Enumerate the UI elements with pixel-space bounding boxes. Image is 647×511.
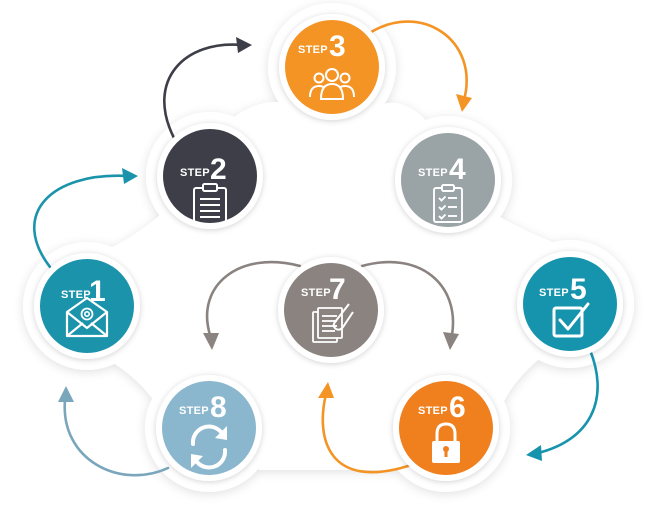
- step-1-number: 1: [89, 275, 106, 308]
- arrowhead-1-to-2: [122, 168, 138, 184]
- step-4-word: STEP: [418, 167, 448, 179]
- arrowhead-5-to-6: [526, 445, 542, 461]
- step-8-node[interactable]: STEP 8: [156, 375, 262, 481]
- padlock-icon: [432, 422, 460, 463]
- flow-arrows: [32, 20, 599, 477]
- arrow-7-to-8: [205, 260, 302, 337]
- step-5-circle: [523, 257, 617, 351]
- step-3-word: STEP: [298, 44, 328, 56]
- arrow-6-to-7: [321, 392, 410, 474]
- arrowhead-7-to-6: [443, 332, 459, 350]
- arrowhead-3-to-4: [456, 94, 472, 112]
- step-2-circle: [163, 129, 257, 223]
- step-1-circle: [40, 259, 134, 353]
- step-6-word: STEP: [418, 405, 448, 417]
- arrowhead-8-to-1: [58, 386, 74, 402]
- step-6-circle: [399, 381, 493, 475]
- arrow-7-to-6: [360, 260, 455, 337]
- arrowhead-6-to-7: [318, 382, 334, 398]
- step-7-node[interactable]: STEP 7: [278, 257, 384, 363]
- people-group-icon: [309, 68, 355, 100]
- arrow-8-to-1: [63, 398, 170, 477]
- step-8-word: STEP: [179, 405, 209, 417]
- step-1-word: STEP: [61, 289, 91, 301]
- arrow-3-to-4: [366, 20, 468, 102]
- arrow-1-to-2: [32, 174, 130, 269]
- step-3-node[interactable]: STEP 3: [279, 14, 385, 120]
- step-6-number: 6: [449, 391, 466, 424]
- step-7-word: STEP: [301, 287, 331, 299]
- arrow-2-to-3: [163, 43, 244, 140]
- arrowhead-2-to-3: [236, 37, 252, 53]
- step-4-circle: [401, 133, 495, 227]
- step-5-node[interactable]: STEP 5: [517, 251, 623, 357]
- step-2-word: STEP: [180, 167, 210, 179]
- clipboard-icon: [193, 183, 227, 227]
- step-3-number: 3: [329, 30, 346, 63]
- envelope-at-icon: [65, 296, 109, 338]
- checkbox-icon: [552, 302, 590, 338]
- arrow-5-to-6: [536, 348, 599, 455]
- step-1-node[interactable]: STEP 1: [34, 253, 140, 359]
- step-2-number: 2: [210, 153, 227, 186]
- step-8-number: 8: [210, 391, 227, 424]
- step-2-node[interactable]: STEP 2: [157, 123, 263, 229]
- step-4-node[interactable]: STEP 4: [395, 127, 501, 233]
- step-5-number: 5: [570, 273, 587, 306]
- step-5-word: STEP: [539, 287, 569, 299]
- arrowhead-7-to-8: [203, 333, 219, 350]
- refresh-icon: [190, 424, 228, 470]
- step-3-circle: [285, 20, 379, 114]
- documents-clip-icon: [312, 303, 354, 343]
- checklist-clipboard-icon: [433, 184, 463, 223]
- step-7-number: 7: [329, 273, 346, 306]
- step-4-number: 4: [449, 153, 466, 186]
- step-6-node[interactable]: STEP 6: [393, 375, 499, 481]
